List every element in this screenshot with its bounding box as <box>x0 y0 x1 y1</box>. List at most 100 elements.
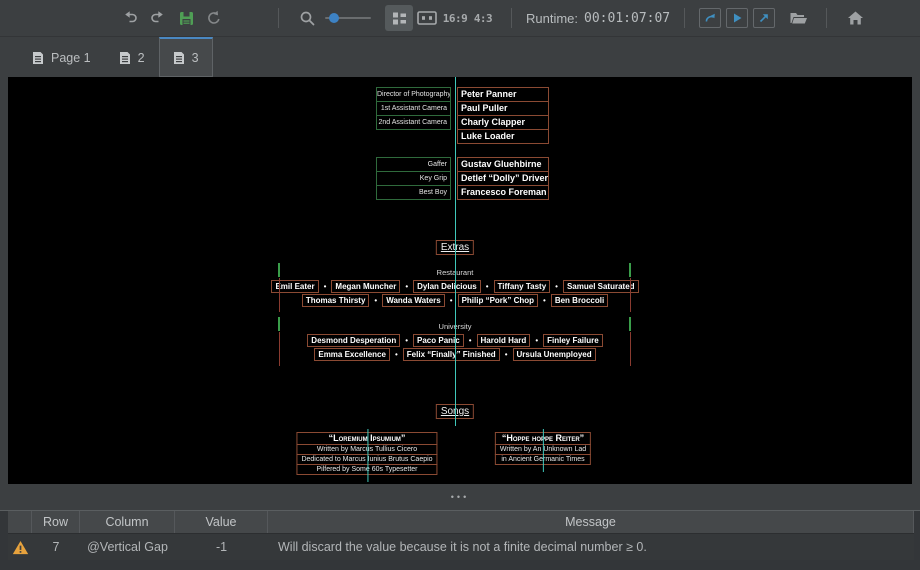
credit-name[interactable]: Gustav Gluehbirne <box>457 157 549 172</box>
extras-name[interactable]: Harold Hard <box>476 334 531 347</box>
zoom-slider-track <box>325 17 371 19</box>
extras-name[interactable]: Dylan Delicious <box>413 280 481 293</box>
margin-tick-marker <box>629 317 631 331</box>
credit-name[interactable]: Charly Clapper <box>457 115 549 130</box>
header-value: Value <box>175 511 268 533</box>
bullet-separator: • <box>405 336 409 345</box>
tab-page-2[interactable]: 2 <box>105 37 159 77</box>
extras-name[interactable]: Emil Eater <box>271 280 319 293</box>
extras-name[interactable]: Felix “Finally” Finished <box>402 348 500 361</box>
layout-view-button[interactable] <box>385 5 413 31</box>
bullet-separator: • <box>485 282 489 291</box>
open-folder-button[interactable] <box>784 5 812 31</box>
extras-name[interactable]: Paco Panic <box>413 334 464 347</box>
issue-severity-cell <box>8 540 32 555</box>
extras-name[interactable]: Finley Failure <box>543 334 603 347</box>
songs-heading[interactable]: Songs <box>435 404 475 419</box>
page-icon <box>173 51 185 65</box>
revert-button[interactable] <box>200 5 228 31</box>
margin-line-marker <box>630 332 631 366</box>
save-icon <box>178 10 195 27</box>
zoom-search-button[interactable] <box>293 5 321 31</box>
bullet-separator: • <box>504 350 508 359</box>
extras-name[interactable]: Ben Broccoli <box>550 294 609 307</box>
safe-margins-button[interactable] <box>413 5 441 31</box>
issue-row[interactable]: 7 @Vertical Gap -1 Will discard the valu… <box>8 534 914 560</box>
aspect-4-3-button[interactable]: 4:3 <box>469 5 497 31</box>
extras-subheading[interactable]: Restaurant <box>436 268 474 277</box>
extras-names-row: Emil Eater • Megan Muncher • Dylan Delicious… <box>8 280 902 293</box>
credit-name[interactable]: Paul Puller <box>457 101 549 116</box>
toolbar-separator <box>511 8 512 28</box>
credit-role[interactable]: Gaffer <box>376 157 451 172</box>
extras-name[interactable]: Emma Excellence <box>314 348 390 361</box>
song-credit-line[interactable]: in Ancient Germanic Times <box>494 454 592 465</box>
zoom-slider-knob[interactable] <box>329 13 339 23</box>
issues-table-body: 7 @Vertical Gap -1 Will discard the valu… <box>8 534 914 560</box>
play-button[interactable] <box>726 8 749 28</box>
render-preview-button[interactable] <box>699 8 722 28</box>
extras-name[interactable]: Tiffany Tasty <box>493 280 551 293</box>
credit-name[interactable]: Detlef “Dolly” Driver <box>457 171 549 186</box>
credit-role[interactable]: Best Boy <box>376 185 451 200</box>
warning-icon <box>12 540 29 555</box>
extras-name[interactable]: Megan Muncher <box>331 280 401 293</box>
tab-bar: Page 1 2 3 <box>0 36 920 77</box>
undo-button[interactable] <box>116 5 144 31</box>
extras-name[interactable]: Thomas Thirsty <box>301 294 370 307</box>
render-arrow-icon <box>703 11 717 25</box>
extras-name[interactable]: Philip “Pork” Chop <box>457 294 539 307</box>
credit-role[interactable]: Director of Photography <box>376 87 451 102</box>
credit-role[interactable]: 2nd Assistant Camera <box>376 115 451 130</box>
aspect-16-9-button[interactable]: 16:9 <box>441 5 469 31</box>
home-icon <box>847 10 864 26</box>
revert-icon <box>205 9 223 27</box>
tab-page-3[interactable]: 3 <box>158 37 213 77</box>
credit-role[interactable]: Key Grip <box>376 171 451 186</box>
zoom-slider[interactable] <box>325 8 371 28</box>
issue-message: Will discard the value because it is not… <box>278 540 647 554</box>
song-block: “Hoppe hoppe Reiter”Written by An Unknow… <box>494 429 592 472</box>
home-button[interactable] <box>841 5 869 31</box>
issues-panel: Row Column Value Message 7 @Vertical Gap… <box>0 510 920 570</box>
bullet-separator: • <box>535 336 539 345</box>
bullet-separator: • <box>555 282 558 291</box>
bullet-separator: • <box>543 296 546 305</box>
issues-table-header: Row Column Value Message <box>8 511 914 534</box>
play-icon <box>731 12 743 24</box>
extras-names-row: Thomas Thirsty • Wanda Waters • Philip “Pork… <box>8 294 902 307</box>
extras-name[interactable]: Wanda Waters <box>382 294 445 307</box>
runtime-value: 00:01:07:07 <box>584 10 671 26</box>
panel-splitter[interactable]: ••• <box>0 484 920 510</box>
extras-name[interactable]: Desmond Desperation <box>307 334 401 347</box>
bullet-separator: • <box>394 350 398 359</box>
extras-name[interactable]: Ursula Unemployed <box>512 348 596 361</box>
extras-subheading[interactable]: University <box>438 322 472 331</box>
credit-role[interactable]: 1st Assistant Camera <box>376 101 451 116</box>
page-icon <box>119 51 131 65</box>
tab-page-1[interactable]: Page 1 <box>18 37 105 77</box>
export-button[interactable] <box>753 8 776 28</box>
margin-tick-marker <box>629 263 631 277</box>
tab-label: 2 <box>137 50 145 65</box>
extras-heading[interactable]: Extras <box>435 240 475 255</box>
extras-name[interactable]: Samuel Saturated <box>562 280 639 293</box>
credit-name[interactable]: Francesco Foreman <box>457 185 549 200</box>
margin-line-marker <box>279 332 280 366</box>
bullet-separator: • <box>468 336 472 345</box>
save-button[interactable] <box>172 5 200 31</box>
bullet-separator: • <box>374 296 378 305</box>
credit-name[interactable]: Luke Loader <box>457 129 549 144</box>
header-message: Message <box>268 511 914 533</box>
margin-tick-marker <box>278 263 280 277</box>
bullet-separator: • <box>449 296 453 305</box>
search-icon <box>299 10 316 27</box>
folder-icon <box>789 10 808 26</box>
redo-button[interactable] <box>144 5 172 31</box>
credit-name[interactable]: Peter Panner <box>457 87 549 102</box>
song-credit-line[interactable]: Pilfered by Some 60s Typesetter <box>296 464 438 475</box>
